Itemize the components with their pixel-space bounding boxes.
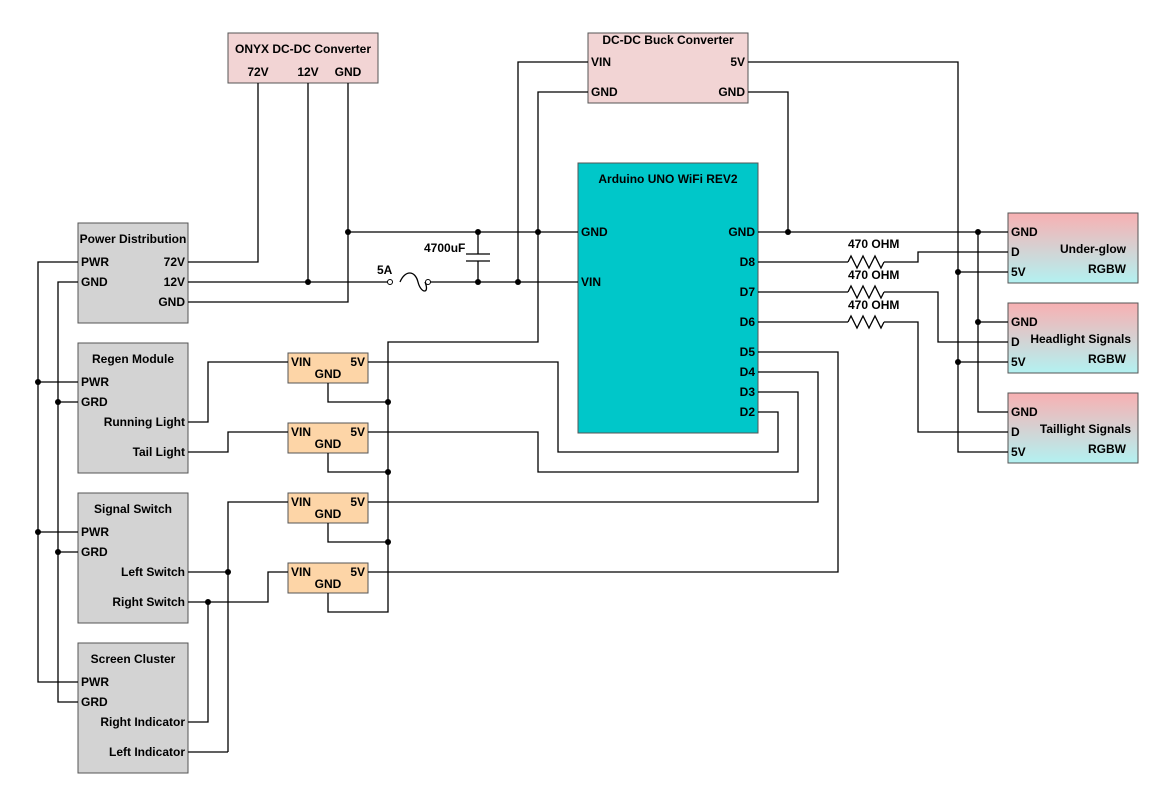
arduino-pin-d7: D7 [740, 285, 756, 299]
taillight-title: Taillight Signals [1040, 422, 1131, 436]
junction-dots [35, 229, 981, 605]
underglow-title: Under-glow [1060, 242, 1127, 256]
shifter-4-5v: 5V [350, 565, 365, 579]
resistor-d8-label: 470 OHM [848, 237, 899, 251]
capacitor-label: 4700uF [424, 241, 465, 255]
headlight-pin-d: D [1011, 335, 1020, 349]
arduino-pin-d6: D6 [740, 315, 756, 329]
arduino-pin-d8: D8 [740, 255, 756, 269]
arduino-pin-vin: VIN [581, 275, 601, 289]
taillight-pin-d: D [1011, 425, 1020, 439]
shifter-1-gnd: GND [315, 367, 342, 381]
wires [37, 61, 1008, 753]
buck-pin-gnd-right: GND [718, 85, 745, 99]
headlight-pin-gnd: GND [1011, 315, 1038, 329]
taillight-type: RGBW [1088, 442, 1127, 456]
buck-pin-gnd-left: GND [591, 85, 618, 99]
regen-pin-running: Running Light [104, 415, 185, 429]
underglow-pin-gnd: GND [1011, 225, 1038, 239]
screen-cluster-box [77, 642, 189, 774]
shifter-2-gnd: GND [315, 437, 342, 451]
level-shifter-2-box [287, 422, 369, 454]
signal-switch-box [77, 492, 189, 624]
headlight-pin-5v: 5V [1011, 355, 1026, 369]
pd-pin-72v: 72V [164, 255, 185, 269]
onyx-pin-72v: 72V [247, 65, 268, 79]
shifter-3-gnd: GND [315, 507, 342, 521]
screen-pin-pwr: PWR [81, 675, 109, 689]
screen-pin-left: Left Indicator [109, 745, 185, 759]
resistor-d7-label: 470 OHM [848, 268, 899, 282]
buck-pin-vin: VIN [591, 55, 611, 69]
arduino-title: Arduino UNO WiFi REV2 [598, 172, 738, 186]
arduino-box [577, 162, 759, 434]
buck-title: DC-DC Buck Converter [602, 33, 734, 47]
arduino-pin-d5: D5 [740, 345, 756, 359]
signal-switch-title: Signal Switch [94, 502, 172, 516]
signal-pin-right: Right Switch [112, 595, 185, 609]
screen-cluster-title: Screen Cluster [91, 652, 176, 666]
arduino-pin-d4: D4 [740, 365, 756, 379]
underglow-type: RGBW [1088, 262, 1127, 276]
signal-pin-left: Left Switch [121, 565, 185, 579]
headlight-box [1007, 302, 1139, 374]
regen-pin-pwr: PWR [81, 375, 109, 389]
pd-pin-pwr: PWR [81, 255, 109, 269]
shifter-2-vin: VIN [291, 425, 311, 439]
underglow-box [1007, 212, 1139, 284]
regen-pin-tail: Tail Light [133, 445, 185, 459]
pd-pin-gnd-out: GND [158, 295, 185, 309]
shifter-1-5v: 5V [350, 355, 365, 369]
underglow-pin-5v: 5V [1011, 265, 1026, 279]
arduino-pin-d2: D2 [740, 405, 756, 419]
shifter-2-5v: 5V [350, 425, 365, 439]
headlight-type: RGBW [1088, 352, 1127, 366]
signal-pin-pwr: PWR [81, 525, 109, 539]
buck-converter-box [587, 32, 749, 104]
arduino-pin-gnd-right: GND [728, 225, 755, 239]
resistor-d6-label: 470 OHM [848, 298, 899, 312]
fuse-label: 5A [377, 263, 393, 277]
pd-pin-12v: 12V [164, 275, 185, 289]
shifter-4-vin: VIN [291, 565, 311, 579]
shifter-1-vin: VIN [291, 355, 311, 369]
level-shifter-4-box [287, 562, 369, 594]
taillight-box [1007, 392, 1139, 464]
taillight-pin-gnd: GND [1011, 405, 1038, 419]
regen-title: Regen Module [92, 352, 174, 366]
onyx-pin-12v: 12V [297, 65, 318, 79]
screen-pin-grd: GRD [81, 695, 108, 709]
onyx-pin-gnd: GND [335, 65, 362, 79]
power-distribution-title: Power Distribution [80, 232, 187, 246]
arduino-pin-d3: D3 [740, 385, 756, 399]
onyx-title: ONYX DC-DC Converter [235, 42, 371, 56]
regen-pin-grd: GRD [81, 395, 108, 409]
power-distribution-box [77, 222, 189, 324]
arduino-pin-gnd-left: GND [581, 225, 608, 239]
shifter-3-5v: 5V [350, 495, 365, 509]
underglow-pin-d: D [1011, 245, 1020, 259]
screen-pin-right: Right Indicator [100, 715, 185, 729]
shifter-4-gnd: GND [315, 577, 342, 591]
regen-module-box [77, 342, 189, 474]
pd-pin-gnd: GND [81, 275, 108, 289]
onyx-converter-box [227, 32, 379, 84]
taillight-pin-5v: 5V [1011, 445, 1026, 459]
buck-pin-5v: 5V [730, 55, 745, 69]
shifter-3-vin: VIN [291, 495, 311, 509]
headlight-title: Headlight Signals [1030, 332, 1131, 346]
signal-pin-grd: GRD [81, 545, 108, 559]
